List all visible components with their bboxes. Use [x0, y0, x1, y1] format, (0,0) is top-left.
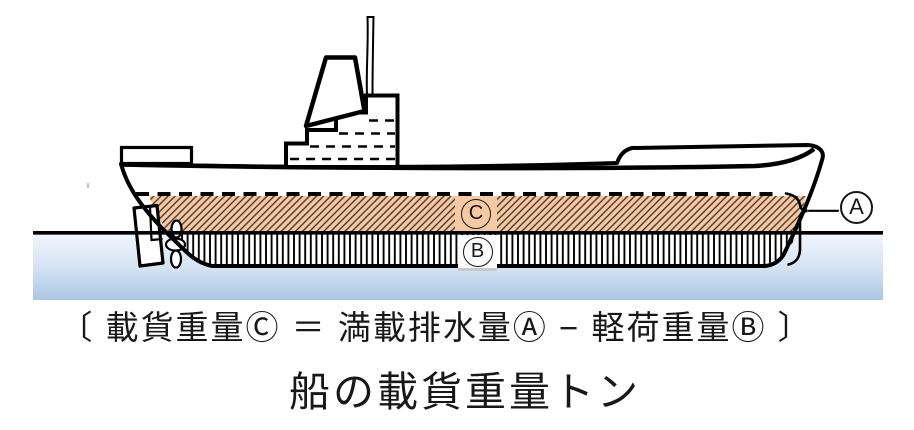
stern-deckhouse: [119, 145, 194, 166]
deck-level-dashes: [290, 119, 395, 161]
page-title: 船の載貨重量トン: [289, 369, 641, 415]
label-a-circle: A: [840, 191, 873, 224]
formula-caption: 〔 載貨重量Ⓒ ＝ 満載排水量Ⓐ − 軽荷重量Ⓑ 〕: [59, 309, 813, 346]
label-c-badge: C: [455, 196, 497, 231]
main-deck-line: [120, 147, 816, 171]
label-c-circle: C: [461, 198, 491, 229]
label-b-badge: B: [458, 235, 497, 271]
label-a-badge: A: [840, 191, 873, 224]
label-a-brace: [784, 192, 840, 266]
mast: [365, 16, 375, 97]
label-b-circle: B: [462, 236, 493, 267]
stray-mark: [87, 183, 89, 188]
funnel: [303, 55, 367, 129]
bridge-superstructure: [284, 55, 400, 169]
